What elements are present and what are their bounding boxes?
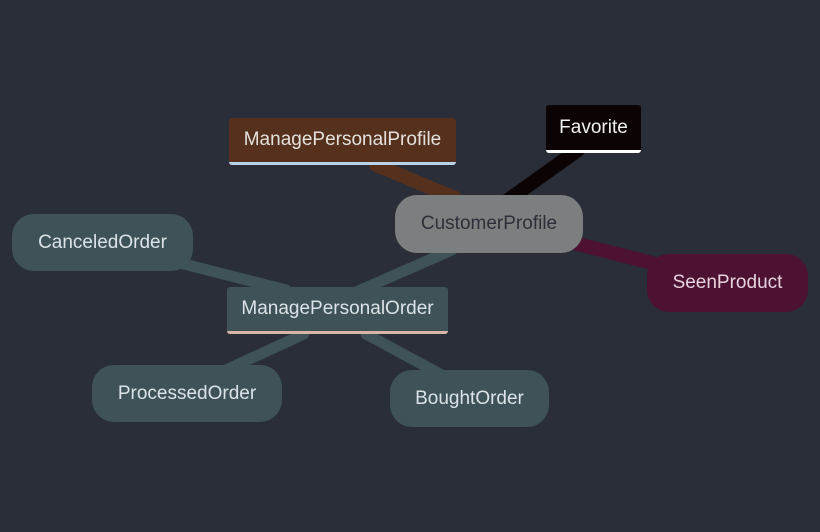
node-bought-order[interactable]: BoughtOrder xyxy=(390,370,549,427)
node-manage-personal-order-label: ManagePersonalOrder xyxy=(241,298,434,319)
node-bought-order-label: BoughtOrder xyxy=(415,387,524,409)
node-seen-product-label: SeenProduct xyxy=(672,272,783,293)
edge-center-seen-product xyxy=(563,235,667,272)
node-manage-personal-profile[interactable]: ManagePersonalProfile xyxy=(229,118,456,165)
edge-manage-order-canceled xyxy=(170,256,292,296)
node-favorite-label: Favorite xyxy=(559,116,628,138)
node-customer-profile-label: CustomerProfile xyxy=(420,213,558,234)
edge-center-manage-profile xyxy=(369,158,462,205)
node-canceled-order[interactable]: CanceledOrder xyxy=(12,214,193,271)
node-customer-profile[interactable]: CustomerProfile xyxy=(395,195,583,253)
node-processed-order[interactable]: ProcessedOrder xyxy=(92,365,282,422)
edge-center-favorite xyxy=(501,143,585,207)
node-processed-order-label: ProcessedOrder xyxy=(117,382,257,404)
edge-manage-order-processed xyxy=(220,328,310,376)
node-canceled-order-label: CanceledOrder xyxy=(38,231,167,253)
edge-center-manage-order xyxy=(350,244,458,298)
node-favorite[interactable]: Favorite xyxy=(546,105,641,153)
node-manage-personal-order[interactable]: ManagePersonalOrder xyxy=(227,287,448,334)
node-seen-product[interactable]: SeenProduct xyxy=(647,254,808,312)
edge-manage-order-bought xyxy=(360,328,446,380)
node-manage-personal-profile-label: ManagePersonalProfile xyxy=(243,129,442,150)
